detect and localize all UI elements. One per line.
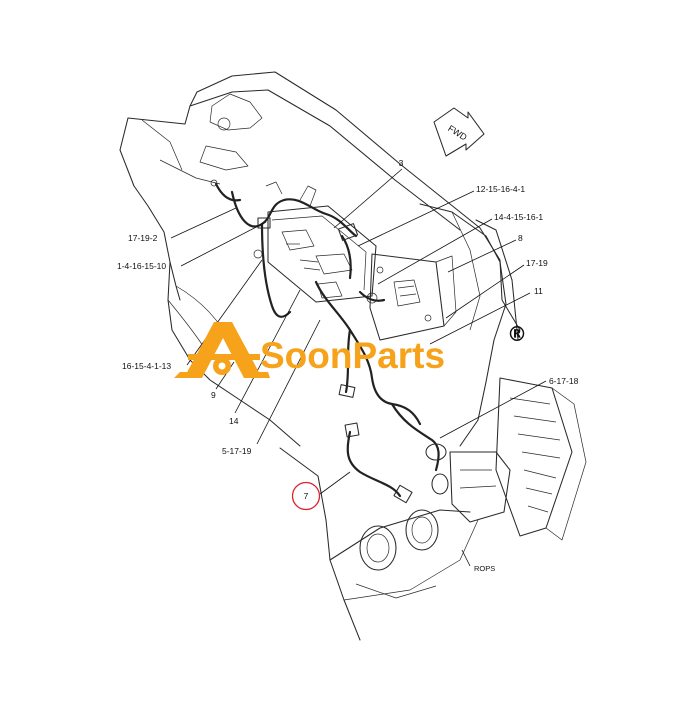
callout-17-19-2: 17-19-2 bbox=[128, 233, 158, 243]
callout-1-4-16-15-10: 1-4-16-15-10 bbox=[117, 261, 166, 271]
callout-rops: ROPS bbox=[474, 564, 495, 573]
callout-6-17-18: 6-17-18 bbox=[549, 376, 579, 386]
gear-logo-icon bbox=[174, 322, 270, 378]
highlight-circle bbox=[291, 481, 321, 511]
callout-17-19: 17-19 bbox=[526, 258, 548, 268]
callout-7: 7 bbox=[304, 491, 309, 501]
registered-mark: ® bbox=[507, 322, 527, 346]
callout-14: 14 bbox=[229, 416, 239, 426]
callout-12-15-16-4-1: 12-15-16-4-1 bbox=[476, 184, 525, 194]
callout-3: 3 bbox=[399, 158, 404, 168]
brand-watermark: SoonParts ® bbox=[174, 322, 527, 378]
callout-5-17-19: 5-17-19 bbox=[222, 446, 252, 456]
callout-14-4-15-16-1: 14-4-15-16-1 bbox=[494, 212, 543, 222]
callout-labels: 3 12-15-16-4-1 14-4-15-16-1 8 17-19 11 1… bbox=[117, 158, 579, 573]
callout-9: 9 bbox=[211, 390, 216, 400]
callout-leader-lines bbox=[170, 168, 547, 567]
fwd-arrow-label: FWD bbox=[446, 123, 469, 143]
callout-16-15-4-1-13: 16-15-4-1-13 bbox=[122, 361, 171, 371]
callout-8: 8 bbox=[518, 233, 523, 243]
brand-name: SoonParts bbox=[260, 335, 445, 376]
callout-11: 11 bbox=[534, 286, 543, 296]
